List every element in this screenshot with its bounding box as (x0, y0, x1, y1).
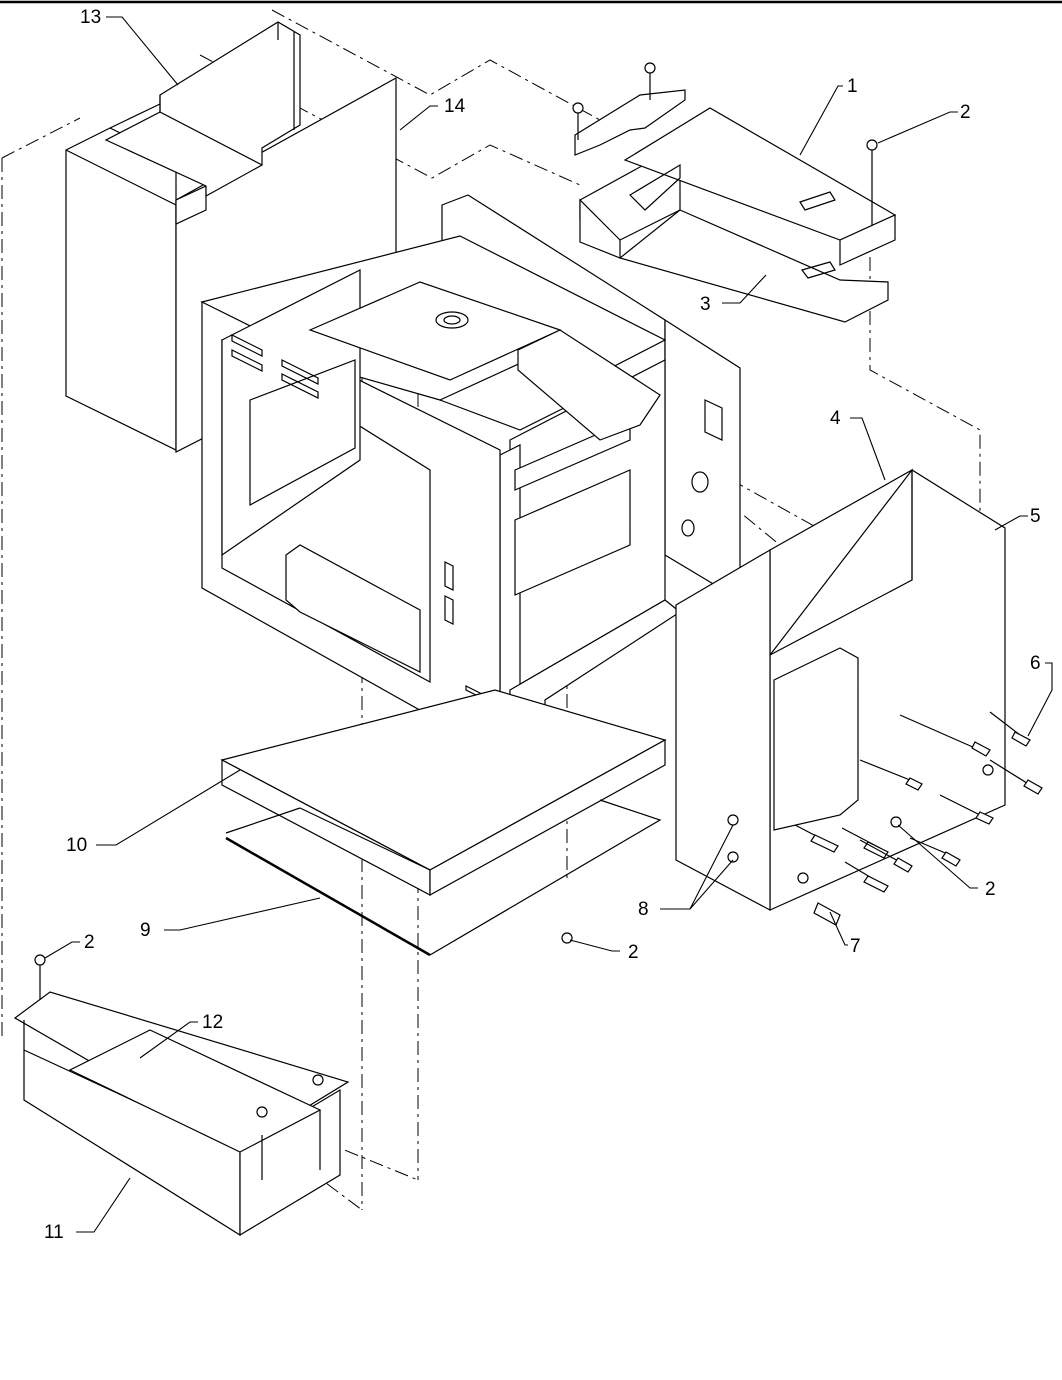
part-9-bottom-plate (225, 799, 662, 957)
callouts: 1 2 3 4 5 6 7 8 2 2 9 10 2 11 12 13 14 (44, 7, 1041, 1243)
callout-1: 1 (847, 76, 858, 97)
part-4-5-side-panel (675, 468, 1006, 911)
part-1-3-brackets (574, 89, 897, 323)
callout-9: 9 (140, 920, 151, 941)
oven-cavity (200, 194, 741, 757)
callout-7: 7 (850, 936, 861, 957)
callout-2-right-panel: 2 (985, 879, 996, 900)
callout-12: 12 (202, 1012, 223, 1033)
callout-3: 3 (700, 294, 711, 315)
callout-14: 14 (444, 96, 466, 117)
callout-2-top-right: 2 (960, 102, 971, 123)
screws (34, 62, 994, 1118)
callout-6: 6 (1030, 653, 1041, 674)
clips (794, 711, 1043, 926)
callout-13: 13 (80, 7, 101, 28)
callout-4: 4 (830, 408, 841, 429)
callout-2-lower-left: 2 (84, 932, 95, 953)
callout-10: 10 (66, 835, 87, 856)
callout-11: 11 (44, 1222, 64, 1243)
callout-5: 5 (1030, 506, 1041, 527)
callout-8: 8 (638, 899, 649, 920)
part-13-vent-channel (104, 21, 301, 198)
part-10-insulation (220, 689, 667, 897)
leader-lines (44, 16, 1053, 1233)
callout-2-center-bottom: 2 (628, 942, 639, 963)
